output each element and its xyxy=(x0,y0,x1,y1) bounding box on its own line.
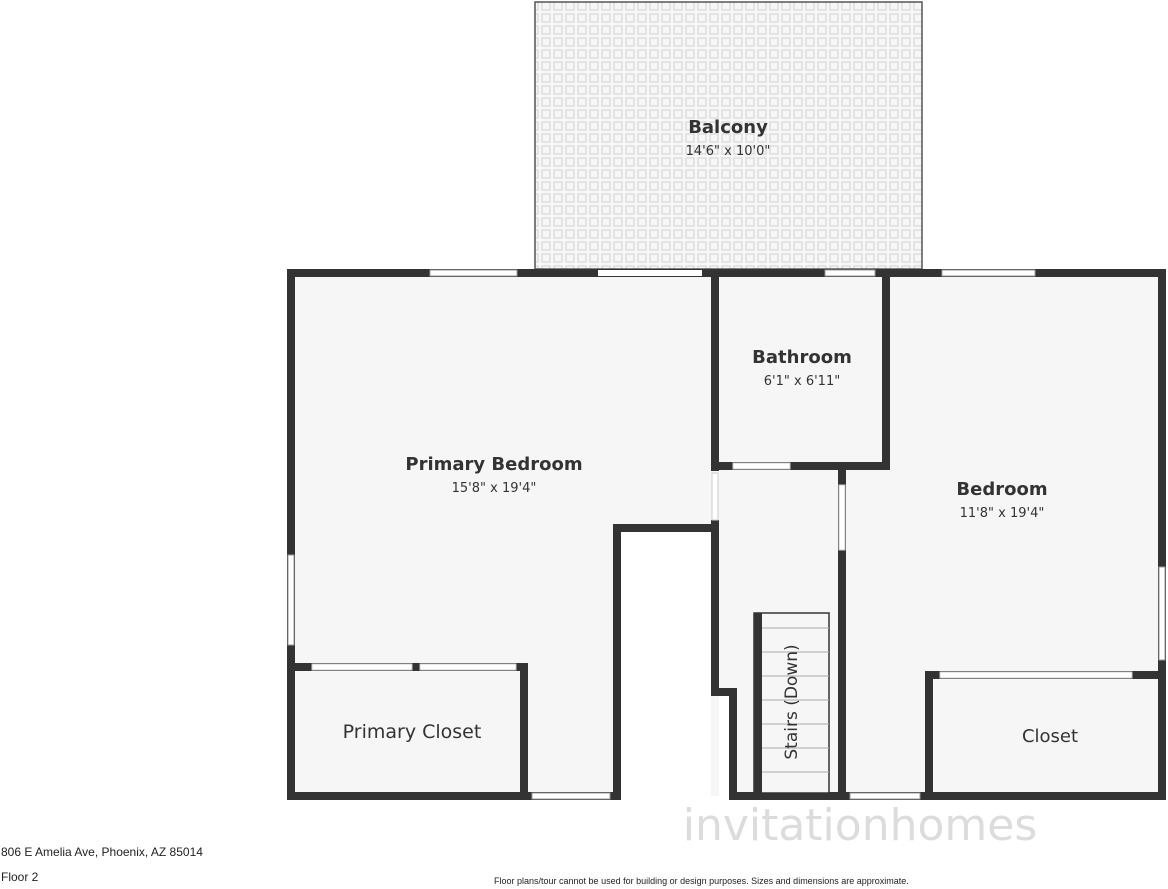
bedroom-label: Bedroom xyxy=(956,479,1047,500)
doors xyxy=(311,462,1133,679)
closet-label: Closet xyxy=(1022,726,1078,747)
balcony-area xyxy=(534,1,923,270)
primary-closet-label: Primary Closet xyxy=(343,721,482,743)
disclaimer: Floor plans/tour cannot be used for buil… xyxy=(494,876,909,886)
primary-bedroom-size: 15'8" x 19'4" xyxy=(452,481,537,496)
balcony-size: 14'6" x 10'0" xyxy=(686,144,771,159)
watermark-logo: invitationhomes xyxy=(683,800,1038,851)
bedroom-size: 11'8" x 19'4" xyxy=(960,506,1045,521)
stairs xyxy=(753,612,830,794)
primary-bedroom-label: Primary Bedroom xyxy=(405,454,582,475)
address: 806 E Amelia Ave, Phoenix, AZ 85014 xyxy=(1,845,203,859)
balcony-label: Balcony xyxy=(688,117,768,138)
floor-label: Floor 2 xyxy=(1,870,39,884)
bathroom-size: 6'1" x 6'11" xyxy=(764,374,840,389)
windows xyxy=(287,269,1166,800)
bathroom-label: Bathroom xyxy=(752,347,852,368)
stairs-label: Stairs (Down) xyxy=(782,644,802,759)
